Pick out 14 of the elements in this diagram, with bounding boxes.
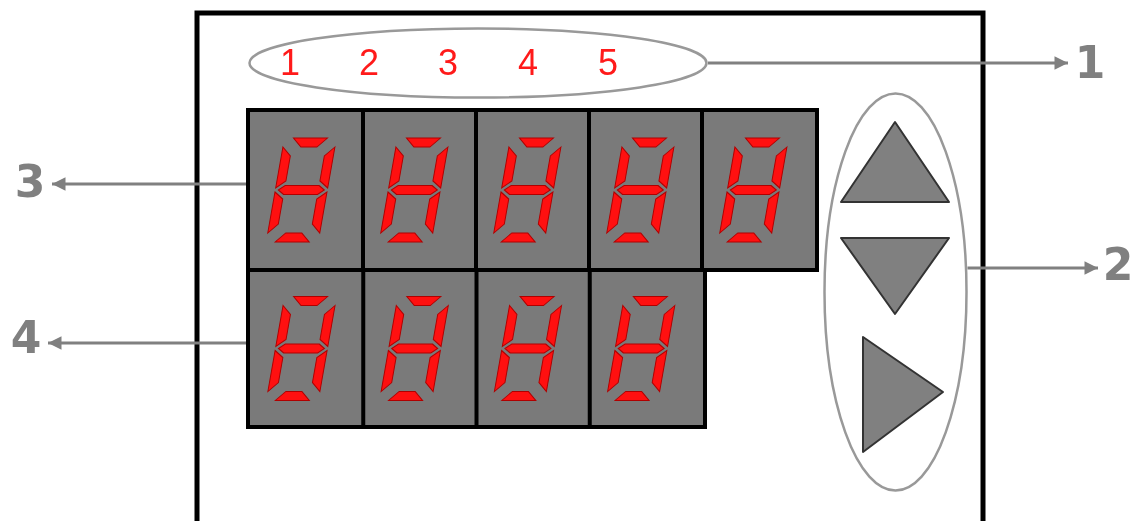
callout-number: 1 — [1070, 38, 1110, 88]
callout-number: 2 — [1100, 240, 1136, 290]
leader-line — [967, 261, 1098, 275]
indicator-number: 2 — [358, 43, 380, 83]
callout-number: 3 — [10, 157, 50, 212]
leader-line — [708, 56, 1068, 70]
digit-display — [246, 108, 819, 272]
leader-line — [52, 177, 246, 191]
callout-number: 4 — [6, 313, 46, 368]
indicator-number: 3 — [437, 43, 459, 83]
indicator-number: 5 — [597, 43, 619, 83]
indicator-number: 4 — [517, 43, 539, 83]
indicator-number: 1 — [279, 43, 301, 83]
leader-line — [48, 336, 246, 350]
